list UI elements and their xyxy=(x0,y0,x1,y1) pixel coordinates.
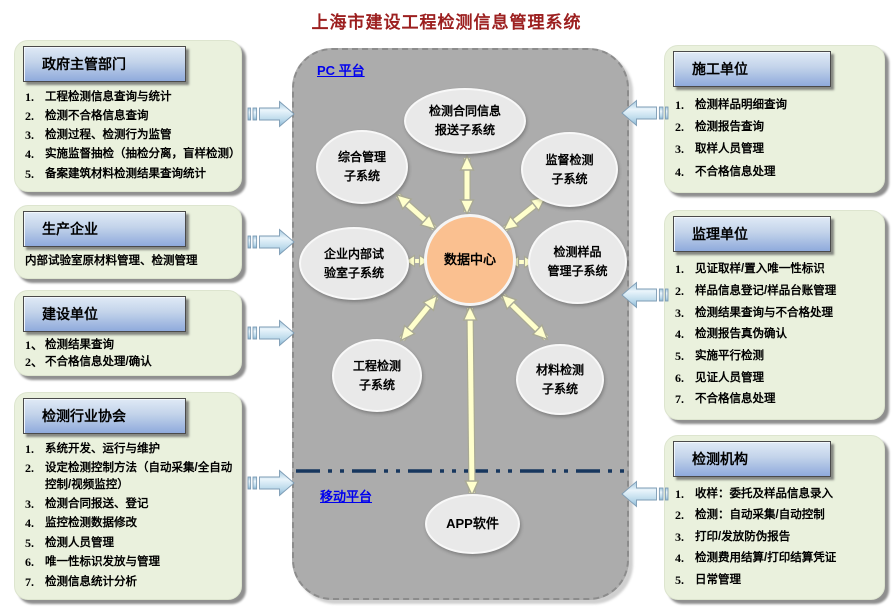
panel-item: 1.收样：委托及样品信息录入 xyxy=(675,487,833,501)
node-enterprise-lab-subsystem: 企业内部试 验室子系统 xyxy=(299,227,409,300)
node-sample-mgmt-subsystem: 检测样品 管理子系统 xyxy=(528,220,627,304)
panel-supervisor: 监理单位 1.见证取样/置入唯一性标识 2.样品信息登记/样品台账管理 3.检测… xyxy=(664,210,885,420)
node-app-software: APP软件 xyxy=(425,494,520,554)
panel-item: 4.实施监督抽检（抽检分离，盲样检测） xyxy=(25,147,241,162)
panel-supervisor-header: 监理单位 xyxy=(673,216,831,252)
panel-item: 7.不合格信息处理 xyxy=(675,392,776,407)
panel-item: 3.检测结果查询与不合格处理 xyxy=(675,305,833,320)
panel-item: 5.检测人员管理 xyxy=(25,535,114,550)
panel-item: 4.检测费用结算/打印结算凭证 xyxy=(675,551,837,566)
panel-item: 内部试验室原材料管理、检测管理 xyxy=(25,254,198,267)
panel-item: 3.打印/发放防伪报告 xyxy=(675,529,791,544)
pc-platform-label[interactable]: PC 平台 xyxy=(317,63,365,78)
panel-item: 6.唯一性标识发放与管理 xyxy=(25,555,160,570)
page-title: 上海市建设工程检测信息管理系统 xyxy=(311,13,582,32)
panel-item: 2.样品信息登记/样品台账管理 xyxy=(675,283,837,298)
node-supervision-subsystem: 监督检测 子系统 xyxy=(521,132,618,207)
panel-item: 2.检测报告查询 xyxy=(675,120,764,135)
node-engineering-subsystem: 工程检测 子系统 xyxy=(332,339,422,412)
panel-manufacturer-header: 生产企业 xyxy=(23,211,186,247)
panel-developer-header: 建设单位 xyxy=(23,296,186,332)
flow-arrow-developer-icon xyxy=(247,320,295,346)
panel-supervisor-items: 1.见证取样/置入唯一性标识 2.样品信息登记/样品台账管理 3.检测结果查询与… xyxy=(671,257,880,413)
node-comprehensive-subsystem: 综合管理 子系统 xyxy=(316,130,408,204)
panel-association-items: 1.系统开发、运行与维护 2.设定检测控制方法（自动采集/全自动控制/视频监控）… xyxy=(21,439,237,593)
panel-item: 5.备案建筑材料检测结果查询统计 xyxy=(25,166,206,181)
node-contract-subsystem: 检测合同信息 报送子系统 xyxy=(404,88,526,154)
mobile-platform-label[interactable]: 移动平台 xyxy=(320,489,373,504)
panel-item: 3.检测合同报送、登记 xyxy=(25,496,149,511)
panel-government-items: 1.工程检测信息查询与统计 2.检测不合格信息查询 3.检测过程、检测行为监管 … xyxy=(21,87,241,185)
flow-arrow-manufacturer-icon xyxy=(247,229,295,255)
panel-item: 4.监控检测数据修改 xyxy=(25,516,137,531)
panel-item: 1.见证取样/置入唯一性标识 xyxy=(675,262,825,277)
panel-contractor-items: 1.检测样品明细查询 2.检测报告查询 3.取样人员管理 4.不合格信息处理 xyxy=(671,92,880,186)
panel-item: 2、不合格信息处理/确认 xyxy=(25,355,152,370)
panel-item: 3.检测过程、检测行为监管 xyxy=(25,128,172,143)
flow-arrow-association-icon xyxy=(247,470,295,496)
panel-item: 1、检测结果查询 xyxy=(25,338,114,352)
panel-item: 2.检测不合格信息查询 xyxy=(25,109,149,124)
panel-testing-agency-items: 1.收样：委托及样品信息录入 2.检测：自动采集/自动控制 3.打印/发放防伪报… xyxy=(671,482,880,593)
panel-government: 政府主管部门 1.工程检测信息查询与统计 2.检测不合格信息查询 3.检测过程、… xyxy=(14,40,242,192)
panel-manufacturer: 生产企业 内部试验室原材料管理、检测管理 xyxy=(14,205,242,279)
panel-item: 6.见证人员管理 xyxy=(675,370,764,385)
panel-item: 1.系统开发、运行与维护 xyxy=(25,442,160,457)
panel-contractor-header: 施工单位 xyxy=(673,51,831,87)
node-material-subsystem: 材料检测 子系统 xyxy=(516,344,604,415)
flow-arrow-government-icon xyxy=(247,101,295,127)
panel-item: 7.检测信息统计分析 xyxy=(25,574,137,589)
panel-developer: 建设单位 1、检测结果查询 2、不合格信息处理/确认 xyxy=(14,290,242,376)
panel-item: 1.工程检测信息查询与统计 xyxy=(25,89,172,104)
panel-testing-agency-header: 检测机构 xyxy=(673,441,831,477)
node-data-center: 数据中心 xyxy=(424,214,516,306)
panel-association: 检测行业协会 1.系统开发、运行与维护 2.设定检测控制方法（自动采集/全自动控… xyxy=(14,392,242,600)
panel-item: 5.日常管理 xyxy=(675,572,741,587)
panel-manufacturer-items: 内部试验室原材料管理、检测管理 xyxy=(21,250,237,272)
panel-item: 4.不合格信息处理 xyxy=(675,164,776,179)
panel-developer-items: 1、检测结果查询 2、不合格信息处理/确认 xyxy=(21,337,237,369)
panel-government-header: 政府主管部门 xyxy=(23,46,186,82)
panel-testing-agency: 检测机构 1.收样：委托及样品信息录入 2.检测：自动采集/自动控制 3.打印/… xyxy=(664,435,885,600)
panel-item: 2.检测：自动采集/自动控制 xyxy=(675,508,825,523)
panel-association-header: 检测行业协会 xyxy=(23,398,186,434)
panel-item: 2.设定检测控制方法（自动采集/全自动控制/视频监控） xyxy=(25,461,233,492)
panel-item: 4.检测报告真伪确认 xyxy=(675,327,787,342)
panel-item: 1.检测样品明细查询 xyxy=(675,97,787,112)
panel-contractor: 施工单位 1.检测样品明细查询 2.检测报告查询 3.取样人员管理 4.不合格信… xyxy=(664,45,885,193)
panel-item: 3.取样人员管理 xyxy=(675,142,764,157)
panel-item: 5.实施平行检测 xyxy=(675,348,764,363)
